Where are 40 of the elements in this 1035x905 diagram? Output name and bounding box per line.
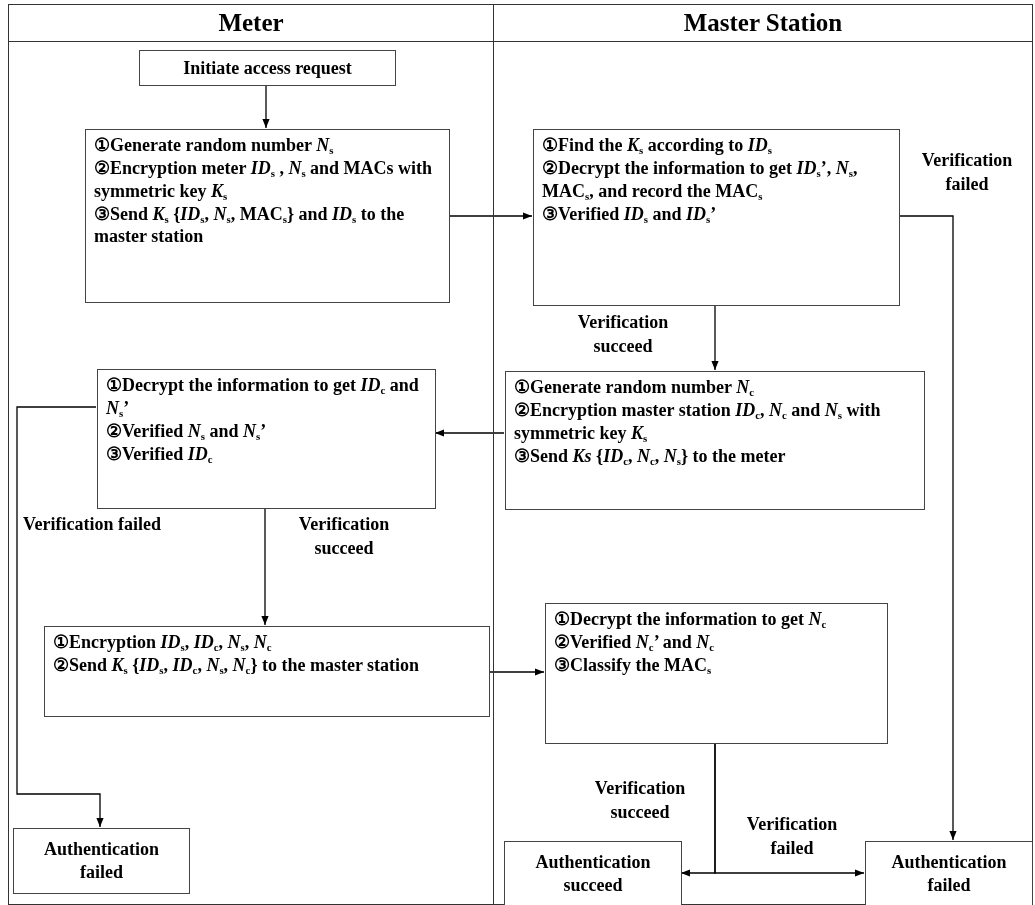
- step-text: ①Encryption ID$_{s}$, ID$_{c}$, N$_{s}$, N$_{c}$: [53, 631, 273, 654]
- arrow: [16, 406, 104, 828]
- swimlane: [493, 4, 1033, 905]
- step-text: ①Decrypt the information to get N$_{c}$: [554, 608, 828, 631]
- arrow: [488, 668, 545, 676]
- process-box: [13, 828, 190, 894]
- swimlane: [8, 4, 494, 905]
- step-text: ②Send K$_{s}$ {ID$_{s}$, ID$_{c}$, N$_{s}$, N$_{c}$} to the master station: [53, 653, 421, 677]
- step-text: Initiate access request: [182, 56, 353, 80]
- process-box: [504, 841, 682, 905]
- step-text: ③Send K$_{s}$ {ID$_{s}$, N$_{s}$, MAC$_{s}$} and ID$_{s}$ to the master station: [94, 202, 406, 249]
- process-box: [139, 50, 396, 86]
- step-text: ③Verified ID$_{c}$: [106, 442, 214, 466]
- process-box: [545, 603, 888, 744]
- step-text: ③Verified ID$_{s}$ and ID$_{s}$’: [542, 202, 718, 226]
- step-text: ②Verified N$_{c}$’ and N$_{c}$: [554, 630, 716, 654]
- arrow: [262, 84, 270, 129]
- process-box: [505, 371, 925, 510]
- process-box: [44, 626, 490, 717]
- process-box: [533, 129, 900, 306]
- arrow: [434, 429, 505, 437]
- step-text: ③Classify the MAC$_{s}$: [554, 653, 713, 677]
- arrow: [711, 304, 719, 371]
- step-text: ①Generate random number N$_{s}$: [94, 134, 335, 157]
- process-box: [85, 129, 450, 303]
- step-text: Authentication failed: [43, 838, 160, 884]
- step-text: ①Generate random number N$_{c}$: [514, 376, 755, 399]
- lane-heading: Master Station: [494, 5, 1032, 42]
- step-text: Authentication failed: [890, 850, 1008, 897]
- process-box: [97, 369, 436, 509]
- arrow: [898, 215, 957, 841]
- arrow: [714, 742, 865, 877]
- arrow: [448, 212, 533, 220]
- arrow: [261, 507, 269, 626]
- step-text: ③Send Ks {ID$_{c}$, N$_{c}$, N$_{s}$} to the meter: [514, 444, 787, 468]
- step-text: ①Find the K$_{s}$ according to ID$_{s}$: [542, 134, 773, 157]
- step-text: Authentication succeed: [534, 850, 652, 897]
- process-box: [865, 841, 1033, 905]
- lane-heading: Meter: [9, 5, 493, 42]
- step-text: ②Verified N$_{s}$ and N$_{s}$’: [106, 419, 268, 443]
